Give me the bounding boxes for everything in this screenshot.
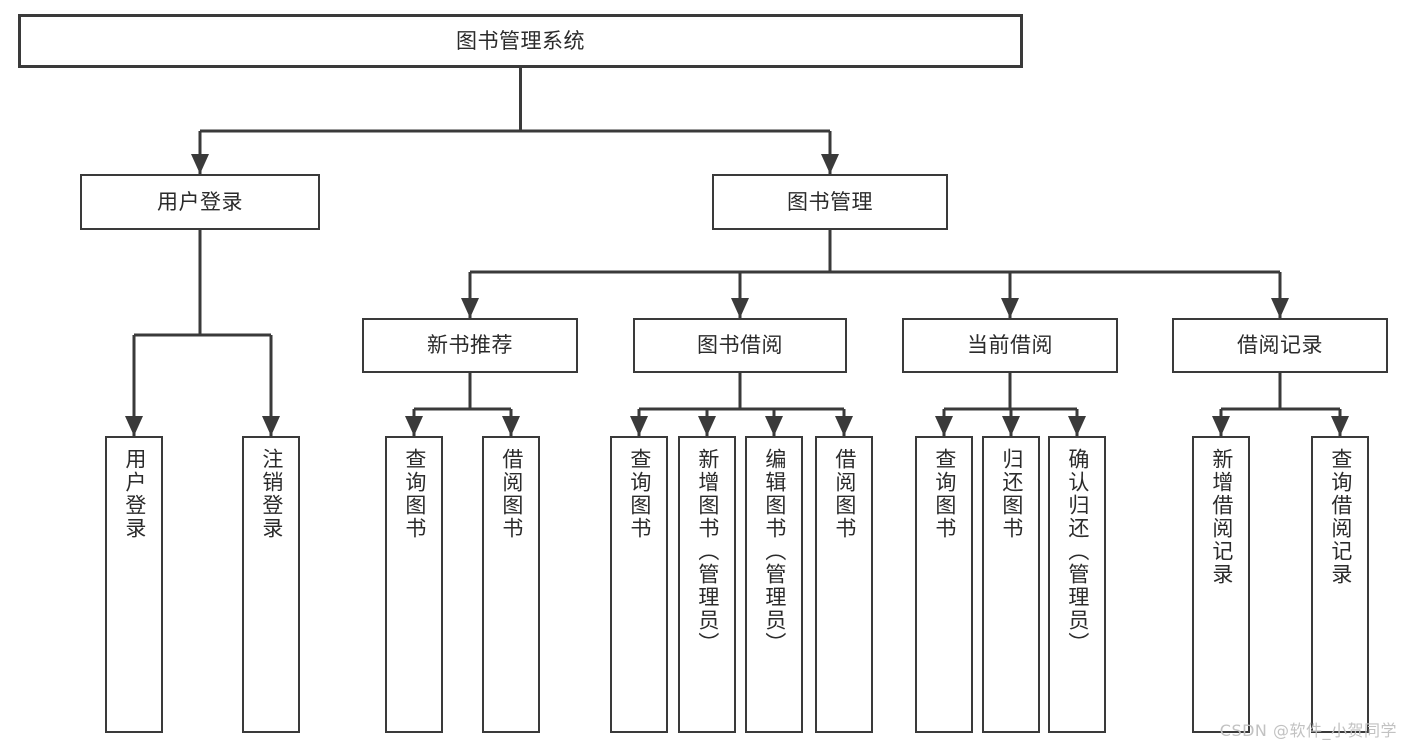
node-label: 确认归还（管理员）	[1065, 448, 1090, 655]
node-label: 注销登录	[259, 448, 284, 540]
node-label: 新增图书（管理员）	[695, 448, 720, 655]
node-leaf-11[interactable]: 确认归还（管理员）	[1048, 436, 1106, 733]
node-leaf-8[interactable]: 借阅图书	[815, 436, 873, 733]
node-label: 图书管理	[787, 189, 873, 214]
arrowhead-cur-borrow	[1001, 298, 1019, 318]
node-leaf-12[interactable]: 新增借阅记录	[1192, 436, 1250, 733]
arrowhead-new-book-rec	[461, 298, 479, 318]
node-leaf-10[interactable]: 归还图书	[982, 436, 1040, 733]
arrowhead-user-login	[191, 154, 209, 174]
node-leaf-13[interactable]: 查询借阅记录	[1311, 436, 1369, 733]
node-book-manage[interactable]: 图书管理	[712, 174, 948, 230]
arrowhead-leaf-6	[698, 416, 716, 436]
node-leaf-2[interactable]: 注销登录	[242, 436, 300, 733]
node-leaf-3[interactable]: 查询图书	[385, 436, 443, 733]
node-root[interactable]: 图书管理系统	[18, 14, 1023, 68]
node-label: 用户登录	[122, 448, 147, 540]
node-label: 借阅图书	[499, 448, 524, 540]
node-cur-borrow[interactable]: 当前借阅	[902, 318, 1118, 373]
arrowhead-leaf-2	[262, 416, 280, 436]
node-label: 查询图书	[402, 448, 427, 540]
node-label: 当前借阅	[967, 333, 1053, 358]
node-leaf-1[interactable]: 用户登录	[105, 436, 163, 733]
node-book-borrow[interactable]: 图书借阅	[633, 318, 847, 373]
arrowhead-borrow-rec	[1271, 298, 1289, 318]
arrowhead-leaf-1	[125, 416, 143, 436]
node-label: 新书推荐	[427, 333, 513, 358]
node-new-book-rec[interactable]: 新书推荐	[362, 318, 578, 373]
node-leaf-5[interactable]: 查询图书	[610, 436, 668, 733]
node-label: 图书借阅	[697, 333, 783, 358]
arrowhead-leaf-5	[630, 416, 648, 436]
arrowhead-leaf-11	[1068, 416, 1086, 436]
arrowhead-book-borrow	[731, 298, 749, 318]
node-leaf-7[interactable]: 编辑图书（管理员）	[745, 436, 803, 733]
arrowhead-leaf-8	[835, 416, 853, 436]
arrowhead-leaf-10	[1002, 416, 1020, 436]
arrowhead-leaf-7	[765, 416, 783, 436]
node-label: 查询图书	[932, 448, 957, 540]
arrowhead-book-manage	[821, 154, 839, 174]
node-leaf-9[interactable]: 查询图书	[915, 436, 973, 733]
node-label: 编辑图书（管理员）	[762, 448, 787, 655]
node-leaf-6[interactable]: 新增图书（管理员）	[678, 436, 736, 733]
node-label: 归还图书	[999, 448, 1024, 540]
node-user-login[interactable]: 用户登录	[80, 174, 320, 230]
node-label: 查询借阅记录	[1328, 448, 1353, 586]
node-borrow-rec[interactable]: 借阅记录	[1172, 318, 1388, 373]
arrowhead-leaf-12	[1212, 416, 1230, 436]
arrowhead-leaf-4	[502, 416, 520, 436]
node-label: 查询图书	[627, 448, 652, 540]
node-label: 借阅记录	[1237, 333, 1323, 358]
node-label: 图书管理系统	[456, 28, 585, 53]
arrowhead-leaf-13	[1331, 416, 1349, 436]
node-label: 用户登录	[157, 189, 243, 214]
arrowhead-leaf-9	[935, 416, 953, 436]
node-label: 借阅图书	[832, 448, 857, 540]
node-leaf-4[interactable]: 借阅图书	[482, 436, 540, 733]
arrowhead-leaf-3	[405, 416, 423, 436]
node-label: 新增借阅记录	[1209, 448, 1234, 586]
